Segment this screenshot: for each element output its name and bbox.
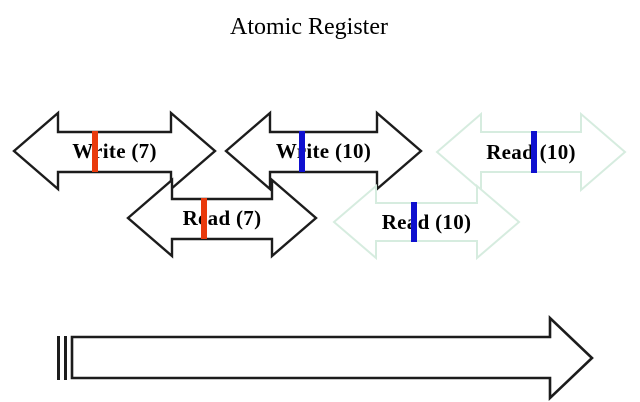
double-headed-arrow-outline bbox=[12, 110, 217, 192]
operation-label: Write (7) bbox=[72, 138, 157, 163]
read-10-bottom-tick-marker bbox=[411, 202, 417, 242]
write-7-tick-marker bbox=[92, 131, 98, 172]
write-10-tick-marker bbox=[299, 131, 305, 172]
double-headed-arrow-outline bbox=[224, 110, 423, 192]
double-headed-arrow-outline bbox=[126, 177, 318, 259]
diagram-title: Atomic Register bbox=[230, 14, 388, 40]
operation-label: Read (7) bbox=[182, 205, 262, 230]
double-headed-arrow-shape bbox=[224, 110, 423, 192]
double-headed-arrow-shape bbox=[332, 183, 521, 261]
operation-arrow-write-10: Write (10) bbox=[224, 110, 423, 192]
timeline-arrow-shape bbox=[57, 314, 594, 402]
operation-arrow-read-10-bottom: Read (10) bbox=[332, 183, 521, 261]
operation-arrow-read-10-top: Read (10) bbox=[435, 111, 627, 193]
double-headed-arrow-shape bbox=[126, 177, 318, 259]
read-10-top-tick-marker bbox=[531, 131, 537, 173]
timeline bbox=[50, 310, 600, 402]
timeline-arrow-outline bbox=[70, 314, 594, 402]
double-headed-arrow-outline bbox=[332, 183, 521, 261]
operation-arrow-write-7: Write (7) bbox=[12, 110, 217, 192]
operation-label: Read (10) bbox=[486, 139, 576, 164]
double-headed-arrow-shape bbox=[12, 110, 217, 192]
timeline-start-mark-1 bbox=[57, 336, 60, 380]
operation-arrow-read-7: Read (7) bbox=[126, 177, 318, 259]
timeline-start-mark-2 bbox=[64, 336, 67, 380]
operation-label: Write (10) bbox=[275, 138, 372, 163]
read-7-tick-marker bbox=[201, 198, 207, 239]
operation-label: Read (10) bbox=[381, 209, 472, 234]
